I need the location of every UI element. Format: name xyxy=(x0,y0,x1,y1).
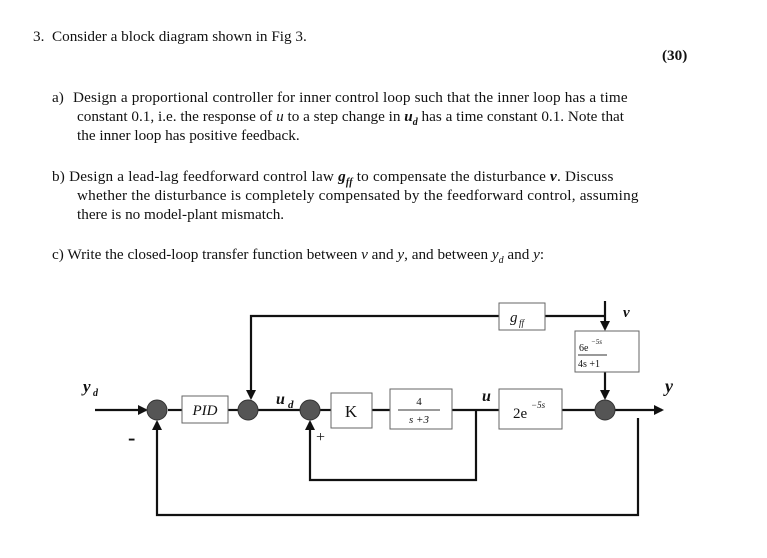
part-a-line3: the inner loop has positive feedback. xyxy=(77,127,300,144)
gff-label: g xyxy=(510,310,518,326)
disturbance-block xyxy=(574,330,640,373)
var-gff: g xyxy=(338,168,346,185)
part-c-label: c) xyxy=(52,246,64,263)
part-a-text: has a time constant 0.1. Note that xyxy=(417,108,624,125)
part-b-text: Design a lead-lag feedforward control la… xyxy=(69,168,339,185)
plant-block xyxy=(389,388,453,430)
part-b-text: . Discuss xyxy=(556,168,614,185)
dist-numerator: 6e xyxy=(579,343,589,354)
summing-junction-disturbance xyxy=(594,399,616,421)
part-b-line1: b) Design a lead-lag feedforward control… xyxy=(52,167,614,192)
pid-block xyxy=(181,395,229,424)
var-ud-subscript: d xyxy=(412,117,418,129)
delay-base: 2e xyxy=(513,406,528,422)
outer-feedback-wire xyxy=(152,418,640,517)
positive-sign: + xyxy=(316,429,325,446)
part-a-text: constant 0.1, i.e. the response of xyxy=(77,108,277,125)
part-a-line1: Design a proportional controller for inn… xyxy=(73,89,628,106)
var-y: y xyxy=(533,246,540,263)
signal-yd-subscript: d xyxy=(93,388,99,399)
summing-junction-feedforward xyxy=(237,399,259,421)
delay-exponent: −5s xyxy=(531,400,546,410)
summing-junction-outer xyxy=(146,399,168,421)
question-marks: (30) xyxy=(662,47,688,64)
feedforward-wire xyxy=(246,314,499,400)
part-a-label: a) xyxy=(52,89,64,106)
delay-block xyxy=(498,388,563,430)
part-c-text: Write the closed-loop transfer function … xyxy=(67,246,362,263)
var-yd: y xyxy=(491,246,499,263)
signal-yd-label: y xyxy=(81,377,91,396)
signal-u-label: u xyxy=(482,388,491,405)
plant-numerator: 4 xyxy=(416,396,422,408)
plant-denominator: s +3 xyxy=(409,414,429,426)
signal-y-label: y xyxy=(663,376,674,396)
dist-numerator-exponent: −5s xyxy=(591,338,602,346)
summing-junction-inner xyxy=(299,399,321,421)
signal-ud-subscript: d xyxy=(288,399,294,411)
part-b-line3: there is no model-plant mismatch. xyxy=(77,206,285,223)
inner-feedback-wire xyxy=(305,410,478,482)
part-b-line2: whether the disturbance is completely co… xyxy=(77,187,639,204)
var-gff-subscript: ff xyxy=(345,177,353,189)
dist-denominator: 4s +1 xyxy=(578,359,600,370)
part-c-line1: c) Write the closed-loop transfer functi… xyxy=(52,245,544,270)
k-label: K xyxy=(345,402,358,421)
signal-v-label: v xyxy=(623,305,630,321)
question-number: 3. xyxy=(33,28,45,45)
k-block xyxy=(330,392,373,429)
gff-block xyxy=(498,302,546,331)
var-yd-subscript: d xyxy=(498,255,504,267)
var-y: y xyxy=(397,246,405,263)
part-b-text: to compensate the disturbance xyxy=(352,168,551,185)
signal-ud-label: u xyxy=(276,391,285,408)
var-ud: u xyxy=(404,108,413,125)
var-v: v xyxy=(550,168,557,185)
part-c-text: , and between xyxy=(404,246,492,263)
part-c-text: and xyxy=(503,246,534,263)
negative-sign: - xyxy=(128,425,135,450)
part-c-text: and xyxy=(367,246,398,263)
var-v: v xyxy=(361,246,368,263)
var-u: u xyxy=(276,108,284,125)
part-a-line2: constant 0.1, i.e. the response of u to … xyxy=(77,107,624,132)
part-a-text: to a step change in xyxy=(283,108,405,125)
pid-label: PID xyxy=(192,403,218,419)
question-intro: 3. Consider a block diagram shown in Fig… xyxy=(33,27,307,46)
part-c-text: : xyxy=(539,246,545,263)
part-b-label: b) xyxy=(52,168,66,185)
gff-subscript: ff xyxy=(519,318,526,328)
question-intro-text: Consider a block diagram shown in Fig 3. xyxy=(51,28,307,45)
